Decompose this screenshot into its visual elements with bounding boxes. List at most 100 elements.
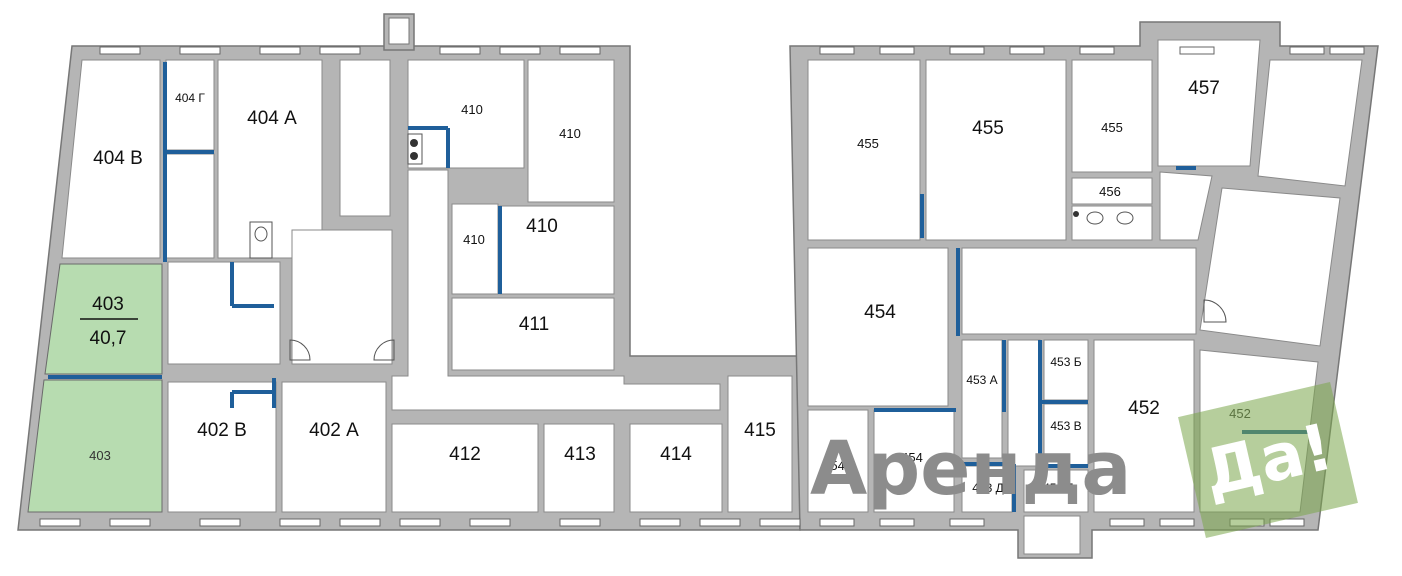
room-hall-left bbox=[167, 261, 281, 365]
room-corridor-mid bbox=[391, 169, 721, 411]
window bbox=[39, 518, 81, 527]
label-453b: 453 Б bbox=[1050, 355, 1081, 369]
room-410d bbox=[499, 205, 615, 295]
watermark: Аренда Да! bbox=[810, 382, 1358, 538]
label-413: 413 bbox=[564, 444, 596, 465]
window bbox=[819, 46, 855, 55]
label-410c: 410 bbox=[463, 232, 485, 247]
fixtures bbox=[249, 133, 1227, 361]
room-415 bbox=[727, 375, 793, 513]
window bbox=[559, 518, 601, 527]
window bbox=[819, 518, 855, 527]
label-403b: 403 bbox=[89, 448, 111, 463]
room-453v bbox=[1043, 403, 1089, 467]
room-stair bbox=[291, 229, 393, 365]
label-403a-area: 40,7 bbox=[90, 328, 127, 349]
label-452a: 452 bbox=[1128, 398, 1160, 419]
window bbox=[1009, 46, 1045, 55]
label-453v: 453 В bbox=[1050, 419, 1081, 433]
window bbox=[949, 518, 985, 527]
window bbox=[1159, 518, 1195, 527]
room-412 bbox=[391, 423, 539, 513]
label-454c: 454 bbox=[901, 450, 923, 465]
room-455b bbox=[925, 59, 1067, 241]
window bbox=[639, 518, 681, 527]
label-415: 415 bbox=[744, 420, 776, 441]
room-east bbox=[1199, 187, 1341, 347]
label-414: 414 bbox=[660, 444, 692, 465]
room-entrance bbox=[1023, 515, 1081, 555]
window bbox=[759, 518, 801, 527]
label-404a: 404 А bbox=[247, 108, 297, 129]
label-404g: 404 Г bbox=[175, 91, 205, 105]
window bbox=[1329, 46, 1365, 55]
window bbox=[399, 518, 441, 527]
room-corner-ne bbox=[1257, 59, 1363, 187]
room-453-hall bbox=[1007, 339, 1041, 467]
window bbox=[1109, 518, 1145, 527]
room-410c bbox=[451, 203, 499, 295]
room-hall-right bbox=[961, 247, 1197, 335]
window bbox=[1179, 46, 1215, 55]
room-413 bbox=[543, 423, 615, 513]
room-453b bbox=[1043, 339, 1089, 401]
window bbox=[559, 46, 601, 55]
window bbox=[1079, 46, 1115, 55]
room-402a bbox=[281, 381, 387, 513]
window bbox=[319, 46, 361, 55]
window bbox=[109, 518, 151, 527]
watermark-box bbox=[1178, 382, 1358, 538]
window bbox=[699, 518, 741, 527]
window bbox=[879, 46, 915, 55]
room-404v bbox=[61, 59, 161, 259]
room-455c bbox=[1071, 59, 1153, 173]
watermark-text: Аренда bbox=[810, 426, 1131, 512]
room-402v bbox=[167, 381, 277, 513]
room-414 bbox=[629, 423, 723, 513]
room-404g bbox=[165, 59, 215, 151]
room-wc bbox=[1071, 205, 1153, 241]
window bbox=[279, 518, 321, 527]
room-454b bbox=[807, 409, 869, 513]
label-455a: 455 bbox=[857, 136, 879, 151]
room-454c bbox=[873, 409, 955, 513]
label-411: 411 bbox=[519, 314, 549, 335]
room-454a bbox=[807, 247, 949, 407]
room-labels: 404 В 404 Г 404 А 410 410 410 410 411 40… bbox=[80, 78, 1251, 495]
label-404v: 404 В bbox=[93, 148, 143, 169]
window bbox=[339, 518, 381, 527]
room-403b bbox=[27, 379, 163, 513]
right-wing-rooms bbox=[807, 39, 1363, 555]
window bbox=[879, 518, 915, 527]
label-455b: 455 bbox=[972, 118, 1004, 139]
label-453g: 453 Г bbox=[1043, 481, 1073, 495]
window bbox=[469, 518, 511, 527]
room-411 bbox=[451, 297, 615, 371]
label-457: 457 bbox=[1188, 78, 1220, 99]
label-454b: 454 bbox=[823, 458, 845, 473]
window bbox=[1289, 46, 1325, 55]
room-457 bbox=[1157, 39, 1261, 167]
room-410b bbox=[527, 59, 615, 203]
window bbox=[99, 46, 141, 55]
label-410a: 410 bbox=[461, 102, 483, 117]
room-452a bbox=[1093, 339, 1195, 513]
window bbox=[259, 46, 301, 55]
label-410d: 410 bbox=[526, 216, 558, 237]
label-454a: 454 bbox=[864, 302, 896, 323]
room-453g bbox=[1023, 469, 1089, 513]
room-410a bbox=[407, 59, 525, 169]
label-402a: 402 А bbox=[309, 420, 359, 441]
room-456 bbox=[1071, 177, 1153, 205]
label-455c: 455 bbox=[1101, 120, 1123, 135]
label-453d: 453 Д bbox=[972, 481, 1003, 495]
window bbox=[499, 46, 541, 55]
label-403a: 403 bbox=[92, 294, 124, 315]
window bbox=[949, 46, 985, 55]
partitions bbox=[48, 62, 1310, 512]
window bbox=[179, 46, 221, 55]
room-404g-hall bbox=[165, 153, 215, 259]
label-402v: 402 В bbox=[197, 420, 247, 441]
label-410b: 410 bbox=[559, 126, 581, 141]
